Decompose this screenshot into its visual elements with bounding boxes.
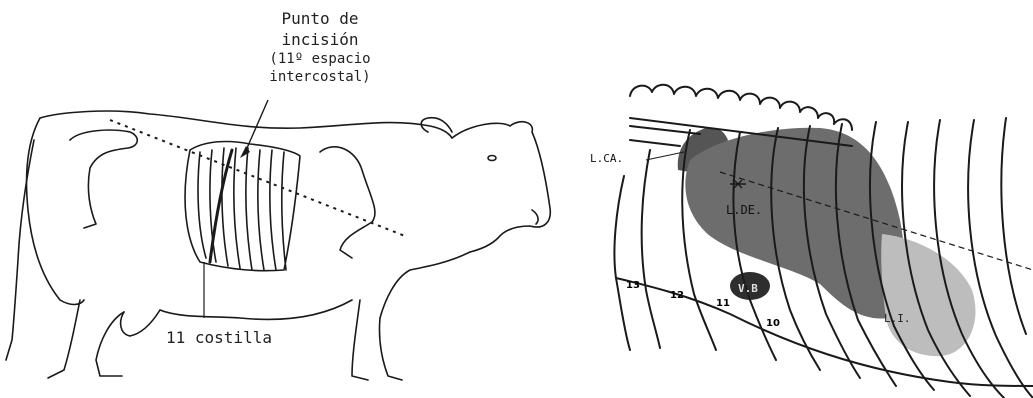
rib-13 [614, 176, 630, 350]
label-lde: L.DE. [726, 203, 762, 217]
rib-number-12: 12 [670, 290, 684, 301]
spine-line [210, 150, 232, 262]
cow-neck-lower [380, 252, 470, 318]
cow-muzzle [532, 210, 538, 224]
cow-rump [27, 118, 85, 305]
cow-hind-leg [48, 300, 124, 378]
label-li: L.I. [884, 312, 911, 325]
pelvis-bone [70, 130, 137, 228]
label-lca: L.CA. [590, 152, 623, 165]
cow-diagram-panel: Punto de incisión (11º espacio intercost… [0, 0, 590, 398]
cow-udder [121, 310, 160, 336]
rib-2 [1001, 118, 1026, 334]
cow-eye [488, 156, 496, 161]
incision-sub-line2: intercostal) [250, 68, 390, 86]
cow-front-leg [352, 300, 402, 380]
cow-tail [6, 140, 34, 360]
organ-schematic-panel: L.CA. L.DE. V.B L.I. 13 12 11 10 [590, 0, 1033, 398]
shoulder-bone [320, 147, 375, 258]
cow-body-outline [40, 111, 452, 138]
rib-number-11: 11 [716, 298, 730, 309]
rib-number-13: 13 [626, 280, 640, 291]
incision-title-line2: incisión [250, 29, 390, 50]
rib-12 [642, 150, 660, 348]
incision-sub-line1: (11º espacio [250, 50, 390, 68]
cow-head [452, 122, 550, 252]
rib-number-10: 10 [766, 318, 780, 329]
thorax-schematic [590, 0, 1033, 398]
liver-left-lobe [881, 234, 975, 356]
rib-label: 11 costilla [166, 328, 272, 347]
incision-callout: Punto de incisión (11º espacio intercost… [250, 8, 390, 86]
cow-belly [160, 300, 352, 319]
incision-title-line1: Punto de [250, 8, 390, 29]
label-vb: V.B [738, 282, 758, 295]
rib-3 [968, 120, 1033, 398]
